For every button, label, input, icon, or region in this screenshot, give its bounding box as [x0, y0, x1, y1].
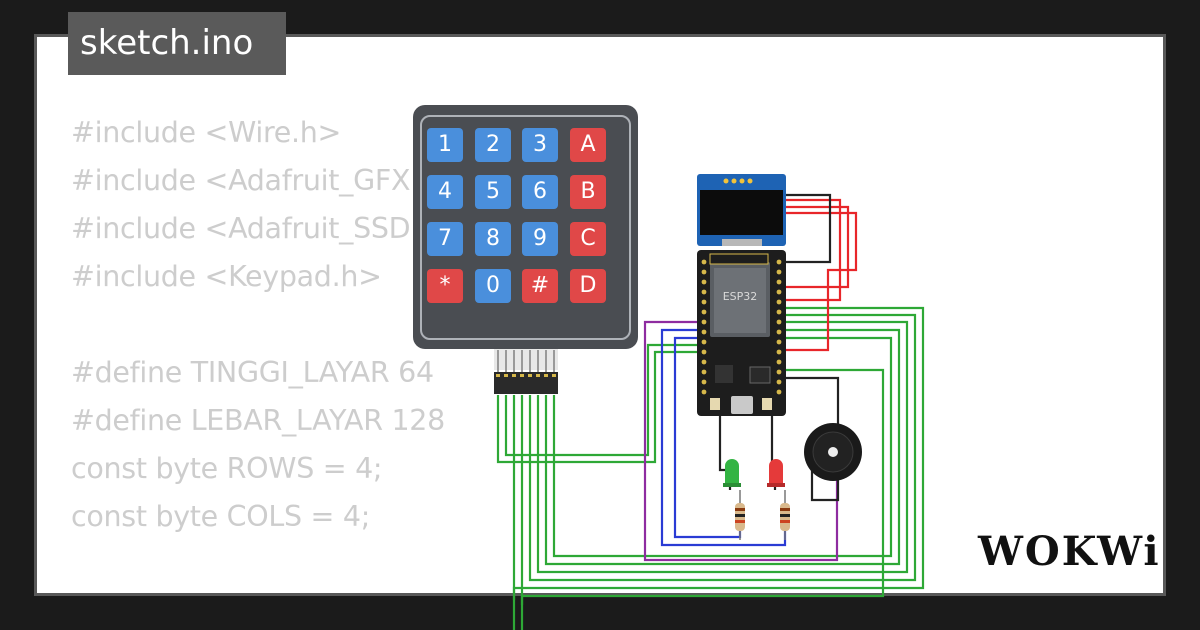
- keypad-key[interactable]: 7: [427, 222, 463, 256]
- code-line: #include <Wire.h>: [71, 116, 342, 149]
- wokwi-logo: WOKWi: [978, 528, 1161, 575]
- filename-tab[interactable]: sketch.ino: [68, 12, 286, 75]
- red-led: [767, 459, 785, 487]
- code-line: const byte ROWS = 4;: [71, 452, 383, 485]
- keypad-key[interactable]: 0: [475, 269, 511, 303]
- keypad-key[interactable]: D: [570, 269, 606, 303]
- keypad-key[interactable]: C: [570, 222, 606, 256]
- purple-wire: [643, 320, 839, 562]
- keypad-key[interactable]: *: [427, 269, 463, 303]
- green-led: [723, 459, 741, 487]
- green-wires: [496, 306, 925, 630]
- code-preview: #include <Wire.h>#include <Adafruit_GFX.…: [71, 109, 1071, 593]
- keypad-key[interactable]: 8: [475, 222, 511, 256]
- keypad-key[interactable]: 9: [522, 222, 558, 256]
- keypad-key[interactable]: 2: [475, 128, 511, 162]
- buzzer: [804, 423, 862, 481]
- code-line: #define LEBAR_LAYAR 128: [71, 404, 445, 437]
- keypad-key[interactable]: 4: [427, 175, 463, 209]
- keypad-key[interactable]: 6: [522, 175, 558, 209]
- oled-display: [697, 174, 786, 246]
- code-line: #define TINGGI_LAYAR 64: [71, 356, 434, 389]
- keypad-key[interactable]: #: [522, 269, 558, 303]
- keypad-key[interactable]: 5: [475, 175, 511, 209]
- keypad-connector: [494, 348, 558, 394]
- resistor-2: [780, 490, 790, 540]
- resistor-1: [735, 490, 745, 540]
- esp32-label: ESP32: [723, 290, 758, 303]
- code-line: #include <Keypad.h>: [71, 260, 382, 293]
- keypad-key[interactable]: A: [570, 128, 606, 162]
- keypad-key[interactable]: 1: [427, 128, 463, 162]
- code-line: const byte COLS = 4;: [71, 500, 371, 533]
- esp32-board: [697, 250, 786, 416]
- keypad-key[interactable]: 3: [522, 128, 558, 162]
- keypad-key[interactable]: B: [570, 175, 606, 209]
